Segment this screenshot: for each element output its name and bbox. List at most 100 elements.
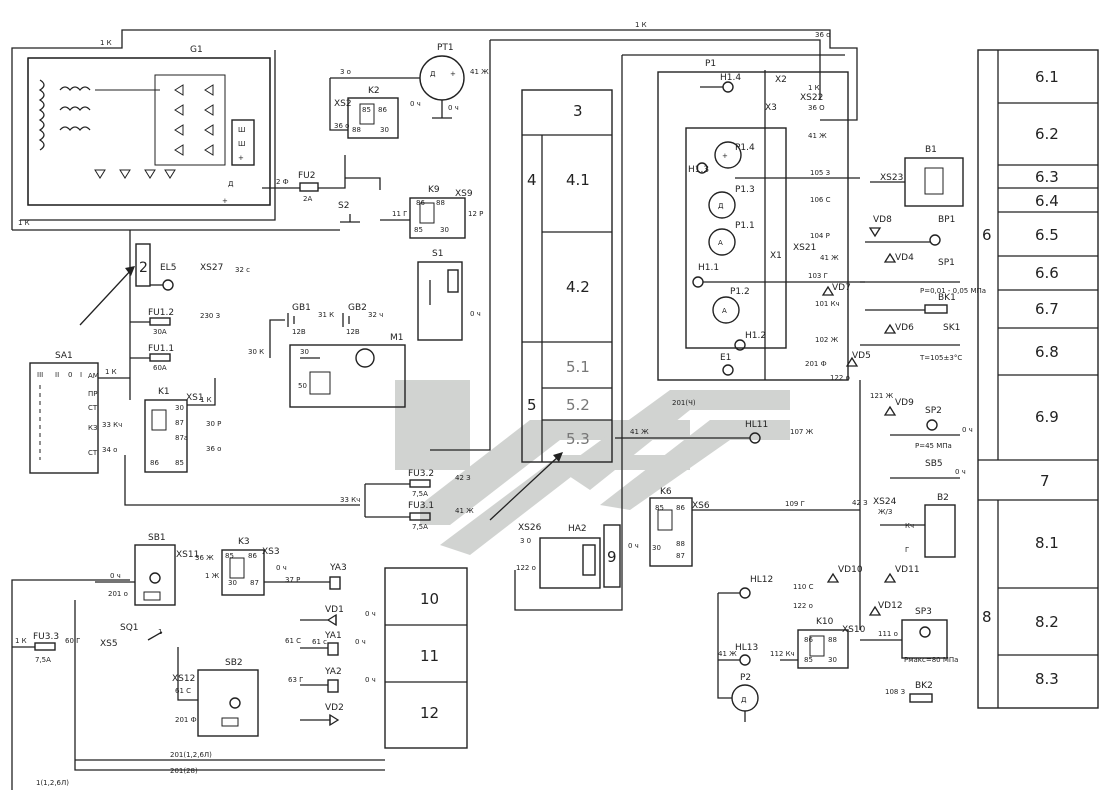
svg-text:СТ: СТ xyxy=(88,404,98,412)
svg-text:K10: K10 xyxy=(816,617,834,627)
label-G1: G1 xyxy=(190,45,203,55)
svg-text:КЗ: КЗ xyxy=(88,424,98,432)
svg-text:K2: K2 xyxy=(368,86,380,96)
svg-text:32 с: 32 с xyxy=(235,266,250,274)
svg-text:1: 1 xyxy=(158,628,162,636)
svg-text:XS10: XS10 xyxy=(842,625,866,635)
svg-text:3: 3 xyxy=(573,102,583,120)
svg-text:Д: Д xyxy=(228,180,234,188)
svg-text:105 З: 105 З xyxy=(810,169,831,177)
svg-text:10: 10 xyxy=(420,590,439,608)
tacho-PT1: Д+ PT1 3 о 41 Ж 0 ч xyxy=(330,43,489,119)
svg-text:1 К: 1 К xyxy=(18,219,30,227)
svg-text:XS12: XS12 xyxy=(172,674,195,684)
svg-text:1 Ж: 1 Ж xyxy=(205,572,220,580)
svg-text:36 О: 36 О xyxy=(808,104,825,112)
svg-text:5: 5 xyxy=(527,396,537,414)
svg-text:FU3.1: FU3.1 xyxy=(408,501,434,511)
svg-text:А: А xyxy=(718,239,723,247)
svg-text:30: 30 xyxy=(380,126,389,134)
svg-text:30: 30 xyxy=(828,656,837,664)
svg-text:Ш: Ш xyxy=(238,140,246,148)
svg-text:36 Ж: 36 Ж xyxy=(195,554,214,562)
svg-text:0 ч: 0 ч xyxy=(628,542,639,550)
batteries-GB: GB1 GB2 12В 12В 31 К 32 ч xyxy=(269,303,383,358)
svg-text:Р=45 МПа: Р=45 МПа xyxy=(915,442,952,450)
svg-text:85: 85 xyxy=(225,552,234,560)
svg-text:6.1: 6.1 xyxy=(1035,68,1059,86)
svg-text:42 З: 42 З xyxy=(455,474,471,482)
svg-text:3 о: 3 о xyxy=(340,68,351,76)
svg-text:6.6: 6.6 xyxy=(1035,264,1059,282)
svg-text:7,5A: 7,5A xyxy=(412,490,428,498)
svg-text:E1: E1 xyxy=(720,353,731,363)
svg-text:АМ: АМ xyxy=(88,372,99,380)
svg-text:1 К: 1 К xyxy=(635,21,647,29)
svg-text:86: 86 xyxy=(676,504,685,512)
svg-text:61 С: 61 С xyxy=(285,637,301,645)
svg-text:30A: 30A xyxy=(153,328,167,336)
svg-text:121 Ж: 121 Ж xyxy=(870,392,894,400)
svg-text:Т=105±3°С: Т=105±3°С xyxy=(919,354,962,362)
svg-text:9: 9 xyxy=(607,548,617,566)
svg-text:BK1: BK1 xyxy=(938,293,956,303)
svg-text:SB5: SB5 xyxy=(925,459,943,469)
svg-text:6: 6 xyxy=(982,226,992,244)
svg-text:XS23: XS23 xyxy=(880,173,903,183)
svg-text:30: 30 xyxy=(440,226,449,234)
svg-text:201 о: 201 о xyxy=(108,590,128,598)
svg-text:I: I xyxy=(80,371,82,379)
svg-text:VD6: VD6 xyxy=(895,323,914,333)
svg-text:37 Р: 37 Р xyxy=(285,576,300,584)
svg-text:7,5A: 7,5A xyxy=(412,523,428,531)
svg-text:61 с: 61 с xyxy=(312,638,327,646)
svg-text:VD1: VD1 xyxy=(325,605,344,615)
svg-text:42 З: 42 З xyxy=(852,499,868,507)
button-SB2: SB2 XS12 61 С 201 Ф xyxy=(172,647,259,737)
svg-text:8: 8 xyxy=(982,608,992,626)
svg-text:0: 0 xyxy=(68,371,72,379)
svg-text:30 К: 30 К xyxy=(248,348,264,356)
svg-text:ПР: ПР xyxy=(88,390,98,398)
lamp-HL11: HL11 41 Ж 107 Ж xyxy=(615,420,814,444)
fuses-FU1: FU1.2 30A 230 З FU1.1 60A 30 К xyxy=(130,308,264,372)
svg-text:0 ч: 0 ч xyxy=(276,564,287,572)
svg-text:0 ч: 0 ч xyxy=(470,310,481,318)
svg-text:VD5: VD5 xyxy=(852,351,871,361)
arrow-block-2 xyxy=(79,267,134,326)
svg-text:41 Ж: 41 Ж xyxy=(455,507,474,515)
svg-text:5.2: 5.2 xyxy=(566,396,590,414)
svg-text:FU1.1: FU1.1 xyxy=(148,344,174,354)
svg-text:109 Г: 109 Г xyxy=(785,500,805,508)
svg-text:33 Кч: 33 Кч xyxy=(102,421,122,429)
svg-text:VD9: VD9 xyxy=(895,398,914,408)
svg-text:88: 88 xyxy=(676,540,685,548)
svg-text:31 К: 31 К xyxy=(318,311,334,319)
svg-text:YA2: YA2 xyxy=(324,667,342,677)
svg-text:87: 87 xyxy=(676,552,685,560)
svg-text:86: 86 xyxy=(416,199,425,207)
svg-text:112 Кч: 112 Кч xyxy=(770,650,795,658)
top-wire-labels: 1 К 36 о xyxy=(635,21,830,39)
svg-text:SP1: SP1 xyxy=(938,258,955,268)
bottom-wire-labels: 201(1,2,6Л) 201(28) 1(1,2,6Л) xyxy=(36,751,212,787)
svg-text:30: 30 xyxy=(228,579,237,587)
svg-text:XS3: XS3 xyxy=(262,547,280,557)
svg-text:86: 86 xyxy=(150,459,159,467)
svg-text:63 Г: 63 Г xyxy=(288,676,303,684)
svg-text:XS5: XS5 xyxy=(100,639,118,649)
svg-text:34 о: 34 о xyxy=(102,446,117,454)
block-2: 2 EL5 XS27 32 с xyxy=(129,230,250,400)
svg-text:6.2: 6.2 xyxy=(1035,125,1059,143)
svg-text:X3: X3 xyxy=(765,103,777,113)
svg-text:HL11: HL11 xyxy=(745,420,768,430)
svg-text:6.3: 6.3 xyxy=(1035,168,1059,186)
svg-text:XS1: XS1 xyxy=(186,393,204,403)
fuse-FU2: FU2 2A 2 Ф xyxy=(262,155,346,203)
svg-text:Ж/З: Ж/З xyxy=(878,508,893,516)
svg-text:41 Ж: 41 Ж xyxy=(820,254,839,262)
svg-text:B1: B1 xyxy=(925,145,937,155)
svg-text:0 ч: 0 ч xyxy=(365,676,376,684)
